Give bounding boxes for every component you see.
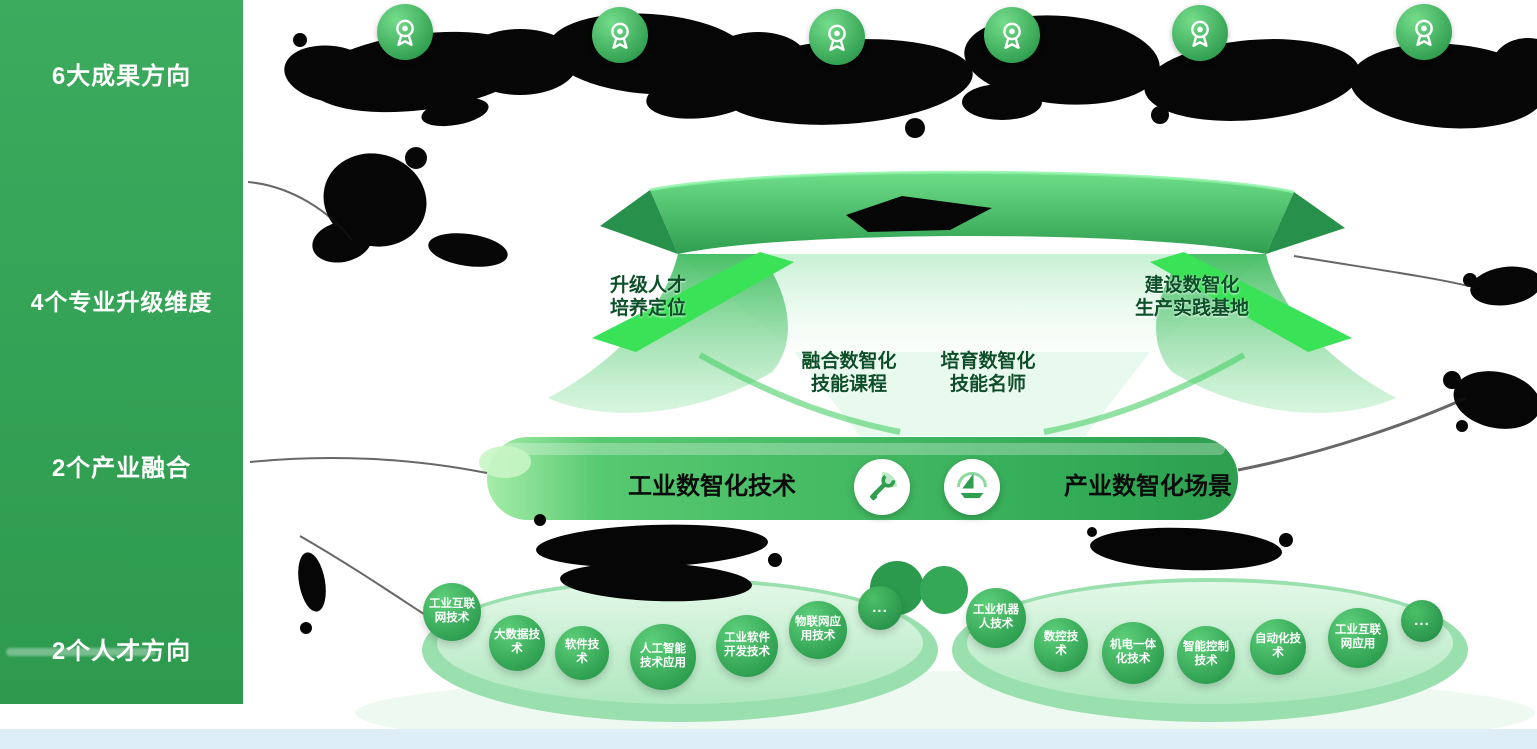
sidebar-item-fusion: 2个产业融合 — [51, 455, 192, 482]
sidebar: 6大成果方向 4个专业升级维度 2个产业融合 2个人才方向 — [0, 0, 243, 704]
more-ellipsis-bubble: ... — [858, 586, 902, 630]
tech-bubble: 工业互联网应用 — [1328, 608, 1388, 668]
dimension-line: 融合数智化 — [801, 351, 897, 372]
dimension-label-2: 建设数智化 生产实践基地 — [1092, 274, 1292, 320]
award-glyph — [1003, 22, 1021, 49]
award-medal-icon — [592, 7, 648, 63]
tech-bubble: 自动化技术 — [1250, 619, 1306, 675]
award-glyph — [396, 19, 414, 46]
dimension-label-4: 培育数智化 技能名师 — [908, 350, 1068, 396]
tech-bubble: 物联网应用技术 — [789, 601, 847, 659]
dimension-label-1: 升级人才 培养定位 — [568, 274, 728, 320]
more-ellipsis-bubble: ... — [1401, 600, 1443, 642]
dimension-line: 生产实践基地 — [1134, 298, 1249, 320]
dimension-line: 培育数智化 — [940, 351, 1036, 372]
award-medal-icon — [377, 4, 433, 60]
dimension-line: 培养定位 — [609, 298, 686, 320]
award-medal-icon — [1172, 5, 1228, 61]
tech-bubble: 大数据技术 — [489, 615, 545, 671]
dimension-line: 升级人才 — [609, 275, 686, 296]
sidebar-item-dimensions: 4个专业升级维度 — [30, 289, 213, 315]
sidebar-footnote-text — [6, 648, 156, 656]
dimension-line: 技能课程 — [810, 374, 887, 396]
award-glyph — [828, 24, 846, 51]
tech-bubble: 人工智能技术应用 — [630, 624, 696, 690]
award-glyph — [1415, 19, 1433, 46]
dimension-line: 建设数智化 — [1144, 275, 1240, 296]
wrench-icon — [854, 459, 910, 515]
tech-bubble: 软件技术 — [555, 626, 609, 680]
wrench-glyph — [870, 472, 897, 501]
award-medal-icon — [1396, 4, 1452, 60]
tech-bubble: 数控技术 — [1034, 618, 1088, 672]
tech-bubble: 工业互联网技术 — [423, 583, 481, 641]
tech-bubble: 机电一体化技术 — [1102, 622, 1164, 684]
sidebar-item-achievements: 6大成果方向 — [51, 63, 192, 90]
tech-bubble: 工业机器人技术 — [966, 588, 1026, 648]
fusion-right-label: 产业数智化场景 — [1064, 473, 1232, 500]
tech-bubble: 工业软件开发技术 — [716, 615, 778, 677]
tech-bubble: 智能控制技术 — [1177, 626, 1235, 684]
dimension-label-3: 融合数智化 技能课程 — [769, 350, 929, 396]
award-glyph — [611, 22, 629, 49]
sailboat-icon — [944, 459, 1000, 515]
sailboat-glyph — [957, 472, 987, 499]
sidebar-item-talent: 2个人才方向 — [51, 638, 192, 665]
connector-curves — [247, 181, 1469, 619]
award-medal-icon — [984, 7, 1040, 63]
fusion-left-label: 工业数智化技术 — [628, 473, 796, 500]
dimension-line: 技能名师 — [949, 374, 1026, 396]
award-medal-icon — [809, 9, 865, 65]
award-glyph — [1191, 20, 1209, 47]
